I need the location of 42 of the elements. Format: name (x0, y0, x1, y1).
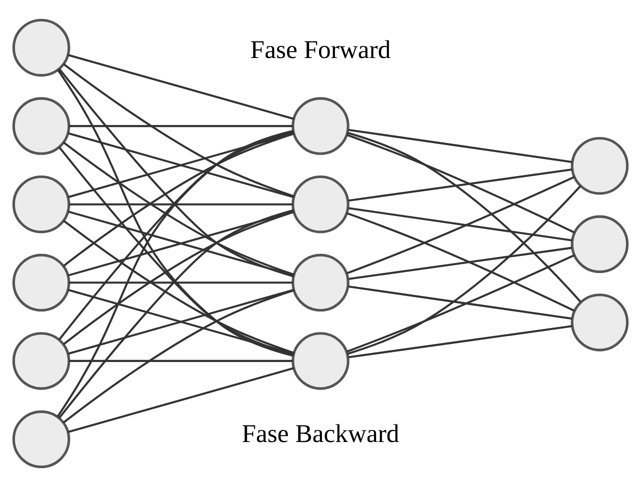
connector (346, 175, 575, 274)
connector (62, 288, 294, 423)
label: Fase Backward (242, 418, 400, 448)
connector (348, 324, 572, 358)
connector (348, 284, 572, 320)
node-circle (292, 174, 350, 233)
node-circle (12, 410, 70, 468)
connector (69, 124, 293, 127)
connector (68, 132, 294, 198)
connector (347, 184, 582, 354)
connector (58, 68, 294, 277)
node-circle (570, 214, 629, 273)
connector (57, 68, 294, 356)
connector (68, 366, 294, 433)
connector (68, 210, 294, 276)
node-circle (292, 253, 350, 312)
connector (348, 246, 572, 280)
connector (62, 62, 294, 197)
node-circle (12, 96, 70, 154)
node-circle (12, 253, 70, 312)
connector (69, 202, 293, 205)
connector (348, 206, 572, 241)
connector (68, 288, 294, 354)
connector (58, 208, 294, 418)
node-circle (12, 18, 70, 76)
node-circle (570, 293, 629, 351)
node-circle (12, 332, 70, 390)
connector (348, 128, 572, 163)
connector (68, 53, 294, 120)
connector (347, 131, 582, 302)
node-circle (292, 96, 350, 154)
node-circle (12, 174, 70, 233)
connector (346, 212, 575, 312)
connector (348, 168, 572, 202)
label: Fase Forward (250, 34, 391, 64)
node-circle (570, 136, 629, 194)
connector (69, 359, 293, 362)
connector (56, 129, 294, 417)
connector (69, 281, 293, 284)
node-circle (292, 332, 350, 390)
connector (346, 133, 575, 233)
connector (346, 254, 575, 352)
